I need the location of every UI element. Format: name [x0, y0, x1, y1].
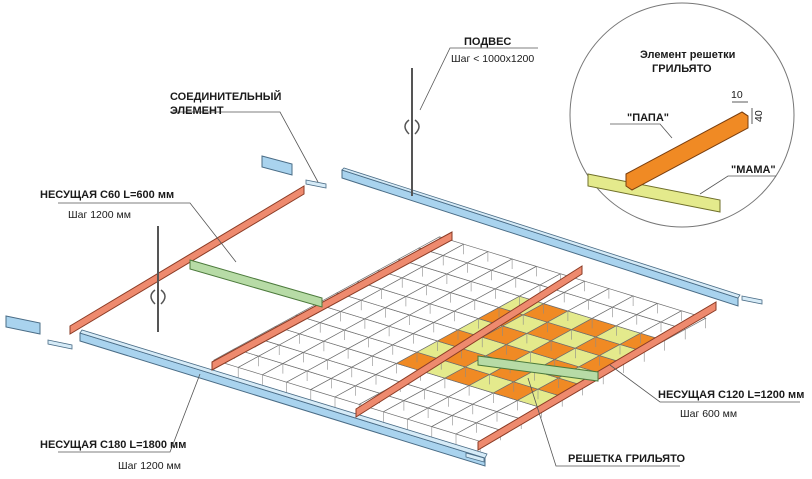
hanger-right — [404, 68, 420, 196]
connector-label-line2: ЭЛЕМЕНТ — [170, 105, 224, 117]
inset-detail: Элемент решетки ГРИЛЬЯТО 10 40 "ПАПА" "М… — [569, 2, 795, 228]
hanger-step: Шаг < 1000x1200 — [451, 53, 534, 65]
carrier-c120-mid1 — [211, 231, 453, 371]
c120-step: Шаг 600 мм — [680, 408, 737, 420]
c120-title: НЕСУЩАЯ С120 L=1200 мм — [658, 389, 804, 401]
inset-mama-label: "МАМА" — [731, 164, 776, 176]
inset-title-line2: ГРИЛЬЯТО — [652, 63, 712, 75]
inset-dim-height: 40 — [753, 110, 765, 122]
grid-title: РЕШЕТКА ГРИЛЬЯТО — [568, 453, 686, 465]
connector-piece-bottom — [465, 452, 485, 463]
carrier-c180-front — [79, 329, 488, 467]
inset-papa-label: "ПАПА" — [627, 112, 669, 124]
connector-piece-top — [261, 155, 327, 189]
carrier-c120-mid2 — [355, 265, 583, 418]
carrier-c120-left — [69, 185, 305, 335]
inset-title-line1: Элемент решетки — [640, 49, 735, 61]
c60-title: НЕСУЩАЯ С60 L=600 мм — [40, 189, 174, 201]
carrier-c60-right — [477, 355, 599, 382]
connector-label-line1: СОЕДИНИТЕЛЬНЫЙ — [170, 90, 282, 103]
c180-title: НЕСУЩАЯ С180 L=1800 мм — [40, 439, 186, 451]
carrier-c60-left — [189, 259, 323, 308]
connector-piece-right — [741, 295, 763, 305]
inset-mama-element — [587, 173, 721, 213]
hanger-title: ПОДВЕС — [464, 36, 511, 48]
carrier-c180-back — [341, 167, 741, 307]
inset-dim-width: 10 — [731, 89, 743, 101]
c180-step: Шаг 1200 мм — [118, 460, 181, 472]
connector-piece-left — [5, 315, 73, 350]
hanger-left — [150, 226, 166, 332]
c60-step: Шаг 1200 мм — [68, 209, 131, 221]
